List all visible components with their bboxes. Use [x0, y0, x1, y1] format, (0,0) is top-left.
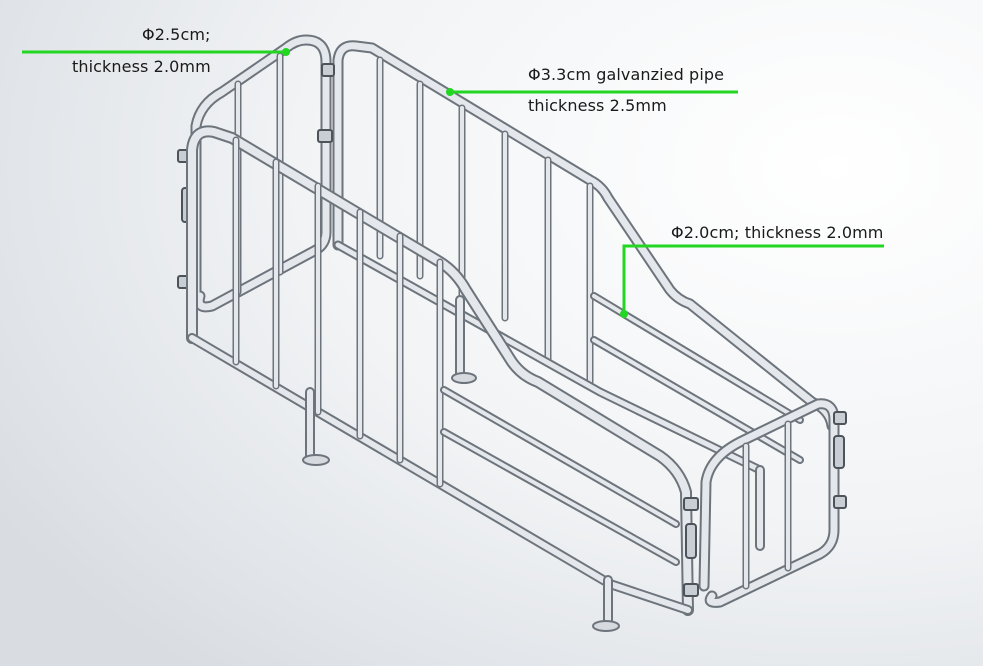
front-gate-hinges — [683, 411, 847, 597]
front-panel-rails — [440, 386, 680, 566]
farrowing-crate — [177, 34, 847, 632]
side-bars-spec: Φ2.0cm; thickness 2.0mm — [671, 223, 884, 242]
main-frame-spec-thickness: thickness 2.5mm — [528, 96, 667, 115]
leader-side-bars — [622, 244, 884, 314]
main-frame-spec-diameter: Φ3.3cm galvanzied pipe — [528, 65, 725, 84]
back-legs — [451, 295, 765, 551]
back-panel — [332, 40, 838, 551]
upper-gate-spec-thickness: thickness 2.0mm — [72, 57, 211, 76]
leader-main-frame-dot — [446, 88, 454, 96]
leader-upper-gate-dot — [282, 48, 290, 56]
callout-leaders — [22, 48, 884, 318]
front-panel — [186, 125, 694, 632]
front-legs — [302, 387, 620, 632]
upper-gate-spec-diameter: Φ2.5cm; — [142, 25, 211, 44]
back-panel-rails — [333, 240, 804, 475]
leader-side-bars-dot — [620, 310, 628, 318]
front-gate — [683, 398, 847, 608]
